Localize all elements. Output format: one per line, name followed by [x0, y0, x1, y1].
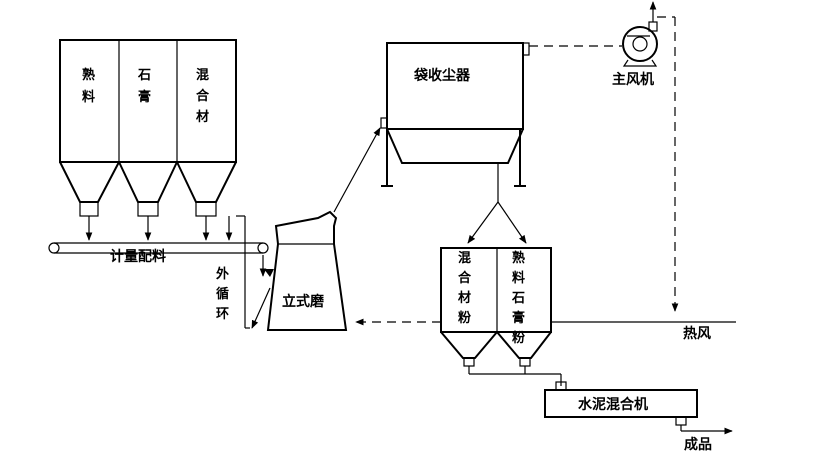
bag-filter-body [386, 42, 524, 130]
batching-belt-conveyor: 计量配料 [48, 242, 269, 265]
gypsum-label: 石 膏 [137, 68, 156, 105]
bag-filter-hopper [386, 128, 524, 164]
fan-housing [622, 26, 658, 62]
mixer-outlet [675, 416, 687, 426]
belt-pulley-left [48, 242, 60, 254]
to-admixture-powder-arrow [467, 201, 499, 244]
admixture-hopper [176, 161, 237, 203]
clinker-hopper [59, 161, 120, 203]
bag-filter-inlet [380, 117, 388, 129]
raw-material-bins: 熟 料 石 膏 混 合 材 [59, 39, 237, 241]
fan-base [622, 59, 658, 67]
main-fan-label: 主风机 [612, 71, 654, 88]
cement-mixer: 水泥混合机 成品 [544, 381, 733, 453]
mill-body [266, 210, 348, 331]
mill-to-filter-arrow [333, 127, 381, 213]
recirc-return-arrow [251, 287, 271, 329]
admixture-label: 混 合 材 [196, 68, 214, 125]
to-clinker-powder-arrow [497, 201, 527, 244]
admixture-powder-feeder [463, 357, 475, 367]
vertical-mill: 立式磨 [264, 210, 348, 331]
admixture-feeder [195, 201, 217, 217]
bag-filter: 袋收尘器 [380, 42, 530, 187]
clinker-feeder [79, 201, 99, 217]
bag-filter-outlet [522, 42, 530, 56]
clinker-gypsum-powder-label: 熟 料 石 膏 粉 [511, 250, 530, 346]
admixture-powder-hopper [440, 331, 498, 359]
powder-bins: 混 合 材 粉 熟 料 石 膏 粉 [440, 247, 552, 367]
mixer-body [544, 389, 698, 418]
belt-pulley-right [257, 242, 269, 254]
fan-impeller [632, 36, 648, 52]
bin-frame [59, 39, 237, 163]
mixer-label: 水泥混合机 [578, 396, 648, 413]
admixture-powder-label: 混 合 材 粉 [458, 251, 476, 326]
mill-feed-chute [264, 269, 274, 277]
clinker-label: 熟 料 [82, 67, 100, 105]
main-fan: 主风机 [529, 1, 658, 88]
vertical-mill-label: 立式磨 [282, 293, 325, 310]
batching-label: 计量配料 [110, 248, 166, 265]
bag-filter-label: 袋收尘器 [413, 67, 471, 84]
external-circulation-label: 外 循 环 [215, 266, 234, 322]
external-circulation: 外 循 环 [215, 215, 271, 329]
gypsum-hopper [118, 161, 178, 203]
hot-air-duct: 热风 [355, 16, 736, 342]
product-label: 成品 [684, 436, 712, 453]
hot-air-label: 热风 [683, 325, 711, 342]
gypsum-feeder [137, 201, 159, 217]
clinker-powder-feeder [519, 357, 531, 367]
